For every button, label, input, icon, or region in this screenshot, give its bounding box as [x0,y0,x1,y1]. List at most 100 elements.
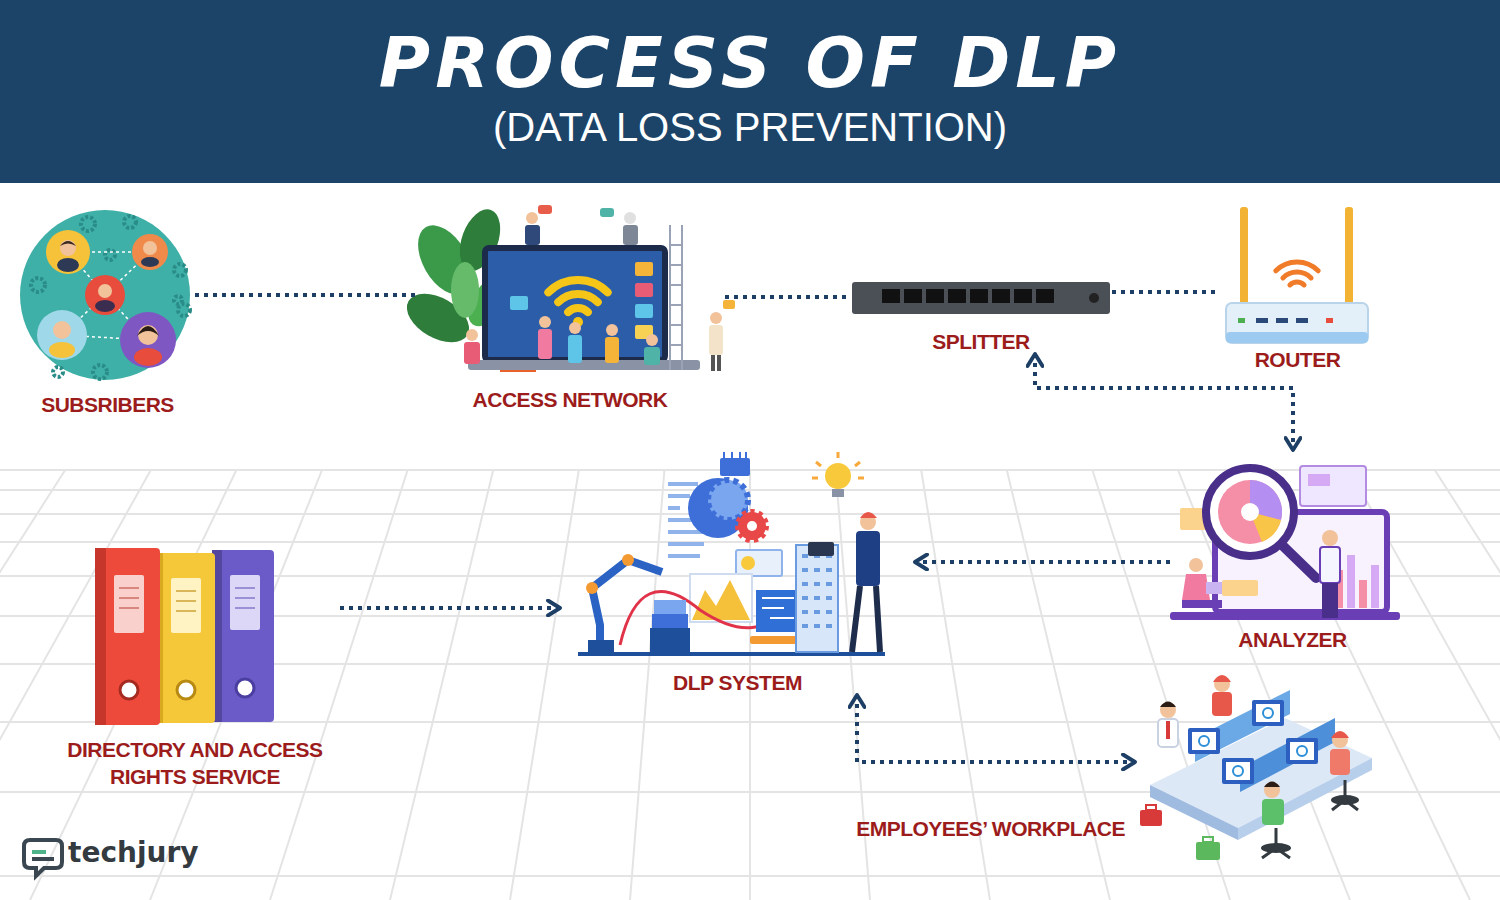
subscribers-illustration [124,216,136,228]
workplace-illustration [1264,782,1280,798]
subscribers-illustration [134,348,162,366]
dlp-system-illustration [825,463,851,489]
workplace-illustration [1332,732,1348,748]
access-network-illustration [538,205,552,214]
illustrated-node: ACCESS NETWORK [415,200,725,412]
dlp-system-illustration [814,596,820,600]
access-network-illustration [510,296,528,310]
illustrated-node: SPLITTER [850,278,1112,354]
subscribers-illustration [132,234,168,270]
access-network-illustration [526,212,538,224]
analyzer-illustration [1359,580,1367,608]
analyzer-illustration [1206,582,1222,594]
dlp-system-illustration [586,582,598,594]
workplace-illustration [1290,742,1314,760]
dlp-system-illustration [852,586,880,652]
access-network-illustration [670,225,682,370]
router-device [1238,318,1245,323]
workplace-illustration [1262,799,1284,825]
dotted-connector [725,295,850,299]
analyzer-illustration [1241,503,1259,521]
splitter-device [1014,289,1032,303]
splitter-device [948,289,966,303]
workplace-illustration [1264,782,1280,788]
dlp-system-illustration [814,568,820,572]
access-network-illustration [600,208,614,217]
dlp-system-illustration [802,582,808,586]
dlp-system-illustration [826,582,832,586]
workplace-illustration [1330,749,1350,775]
analyzer-illustration [1322,583,1338,618]
dlp-system-illustration [814,610,820,614]
dlp-system-illustration [814,582,820,586]
dotted-connector [340,606,560,610]
node-label: ANALYZER [1238,627,1346,652]
dlp-system-illustration [826,568,832,572]
dotted-connector [857,695,1135,762]
workplace-illustration [1263,708,1273,718]
subtitle: (DATA LOSS PREVENTION) [0,104,1500,150]
analyzer-illustration [1282,545,1316,578]
dlp-system-illustration [654,600,686,614]
node-label: ROUTER [1255,347,1341,372]
router-device [1226,303,1368,343]
workplace-illustration [1140,810,1162,826]
access-network-illustration [717,355,721,371]
binders-illustration [177,681,195,699]
dlp-system-illustration [826,610,832,614]
binders-illustration [120,681,138,699]
workplace-illustration [1256,704,1280,722]
binders-illustration [236,679,254,697]
access-network-illustration [525,225,540,245]
splitter-device [882,289,900,303]
brand-wordmark: techjury [68,830,199,876]
subscribers-illustration [81,217,95,231]
workplace-illustration [1332,780,1358,810]
dlp-system-illustration [692,580,750,620]
splitter-device [926,289,944,303]
illustrated-node: DIRECTORY AND ACCESS RIGHTS SERVICE [50,540,340,790]
dotted-connector [1112,290,1220,294]
subscribers-illustration [174,296,182,304]
dlp-system-illustration [588,640,614,652]
router-device [1326,318,1333,323]
subscribers-illustration [120,312,176,368]
router-device [1226,207,1368,343]
subscribers-illustration [46,230,90,274]
dotted-connector [915,560,1170,564]
workplace-illustration [1188,728,1220,754]
dlp-system-illustration [856,531,880,586]
dlp-system-illustration [668,554,700,558]
analyzer-illustration [1182,600,1222,608]
dlp-system-illustration [738,512,766,540]
subscribers-illustration [31,216,190,379]
workplace-illustration [1212,692,1232,716]
analyzer-illustration [1300,466,1366,506]
router-device [1345,207,1353,307]
subscribers-illustration [174,264,186,276]
access-network-illustration [464,342,480,364]
access-network-illustration [558,294,598,302]
node-label: EMPLOYEES’ WORKPLACE [856,816,1125,841]
node-label: DIRECTORY AND ACCESS RIGHTS SERVICE [50,736,340,790]
splitter-device [852,282,1110,314]
splitter-device [1036,289,1054,303]
access-network-illustration [624,212,636,224]
analyzer-illustration [1371,565,1379,608]
workplace-illustration [1286,738,1318,764]
workplace-illustration [1160,702,1176,708]
access-network-illustration [466,329,478,341]
workplace-illustration [1158,719,1178,747]
subscribers-illustration [37,310,87,360]
subscribers-illustration [60,241,76,246]
binders-illustration [235,588,255,608]
dlp-system-illustration [668,494,690,498]
dlp-system-illustration [796,545,838,652]
access-network-illustration [711,355,715,371]
dlp-system-illustration [741,556,755,570]
dlp-system-illustration [736,550,782,576]
analyzer-illustration [1170,466,1400,620]
analyzer-illustration [1189,558,1203,572]
analyzer-illustration [1322,530,1338,546]
subscribers-illustration [31,278,45,292]
